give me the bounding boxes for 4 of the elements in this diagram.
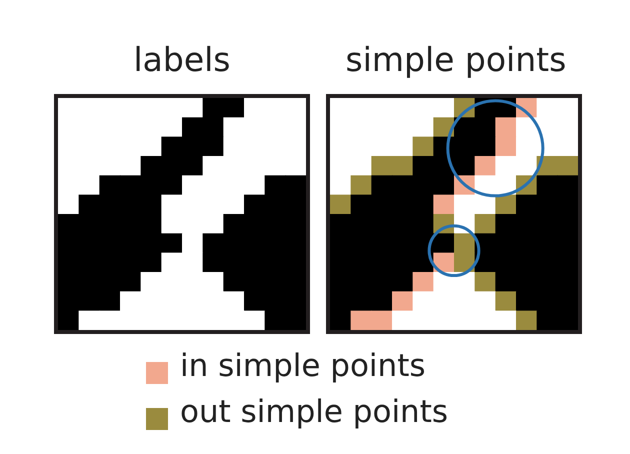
panel-title: labels xyxy=(134,40,231,79)
legend-label: out simple points xyxy=(180,394,448,430)
legend-label: in simple points xyxy=(180,348,426,384)
panel-title: simple points xyxy=(346,40,566,79)
